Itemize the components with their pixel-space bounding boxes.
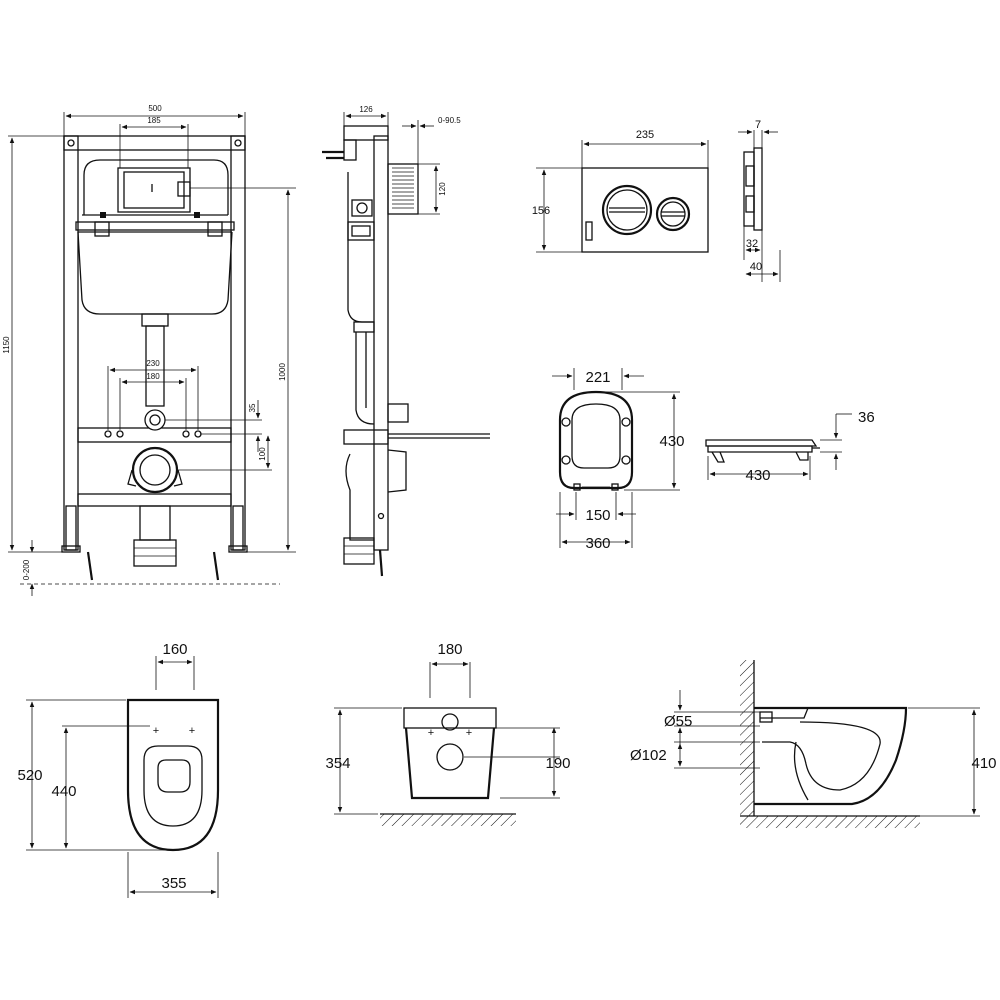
dim-bowl-bolt-spacing: 160 (162, 641, 187, 658)
dim-plate-mount: 32 (746, 238, 758, 250)
svg-text:+: + (153, 725, 159, 737)
bowl-top-view: + + 160 520 440 355 (17, 641, 220, 898)
toilet-seat-side: 430 36 (705, 409, 875, 484)
dim-leg-adjust: 0-200 (22, 559, 31, 580)
svg-text:+: + (428, 727, 434, 739)
dim-frame-depth: 126 (359, 105, 373, 114)
dim-seat-hinge: 150 (585, 507, 610, 524)
dim-stud-inner: 180 (146, 372, 160, 381)
dim-plate-width: 235 (636, 129, 654, 141)
toilet-seat-top: 221 430 150 360 (552, 368, 685, 552)
dim-outlet-offset: 100 (258, 447, 267, 461)
svg-text:+: + (189, 725, 195, 737)
dim-bowl-height: 410 (971, 755, 996, 772)
dim-bowl-projection: 440 (51, 783, 76, 800)
dim-outlet-height: 190 (545, 755, 570, 772)
dim-inlet-offset: 35 (248, 403, 257, 412)
dim-bowl-width: 355 (161, 875, 186, 892)
dim-rear-height: 354 (325, 755, 350, 772)
dim-seat-width: 360 (585, 535, 610, 552)
bowl-rear-view: + + 180 354 190 (325, 641, 571, 826)
dim-bowl-length: 520 (17, 767, 42, 784)
bowl-side-view: Ø55 Ø102 410 (630, 660, 997, 828)
dim-button-width: 185 (147, 116, 161, 125)
flush-plate-side: 7 32 40 (738, 119, 781, 282)
dim-inlet-diameter: Ø55 (664, 713, 692, 730)
dim-stud-outer: 230 (146, 359, 160, 368)
dim-seat-opening: 221 (585, 369, 610, 386)
dim-plate-thickness: 7 (755, 119, 761, 131)
svg-text:+: + (466, 727, 472, 739)
dim-seat-length: 430 (659, 433, 684, 450)
dim-seat-side-length: 430 (745, 467, 770, 484)
flush-plate-front: 235 156 (532, 129, 709, 253)
dim-frame-height: 1150 (2, 336, 11, 354)
dim-plate-height: 156 (532, 205, 550, 217)
frame-front-view: 500 185 1150 1000 230 180 35 100 (2, 104, 296, 596)
frame-side-view: 126 0-90.5 120 (322, 105, 490, 577)
dim-housing-height: 120 (438, 182, 447, 196)
dim-depth-adjust: 0-90.5 (438, 116, 461, 125)
dim-outlet-diameter: Ø102 (630, 747, 667, 764)
dim-plate-depth: 40 (750, 261, 762, 273)
dim-seat-thickness: 36 (858, 409, 875, 426)
dim-rear-bolt-spacing: 180 (437, 641, 462, 658)
dim-button-height: 1000 (278, 363, 287, 381)
dim-frame-width: 500 (148, 104, 162, 113)
